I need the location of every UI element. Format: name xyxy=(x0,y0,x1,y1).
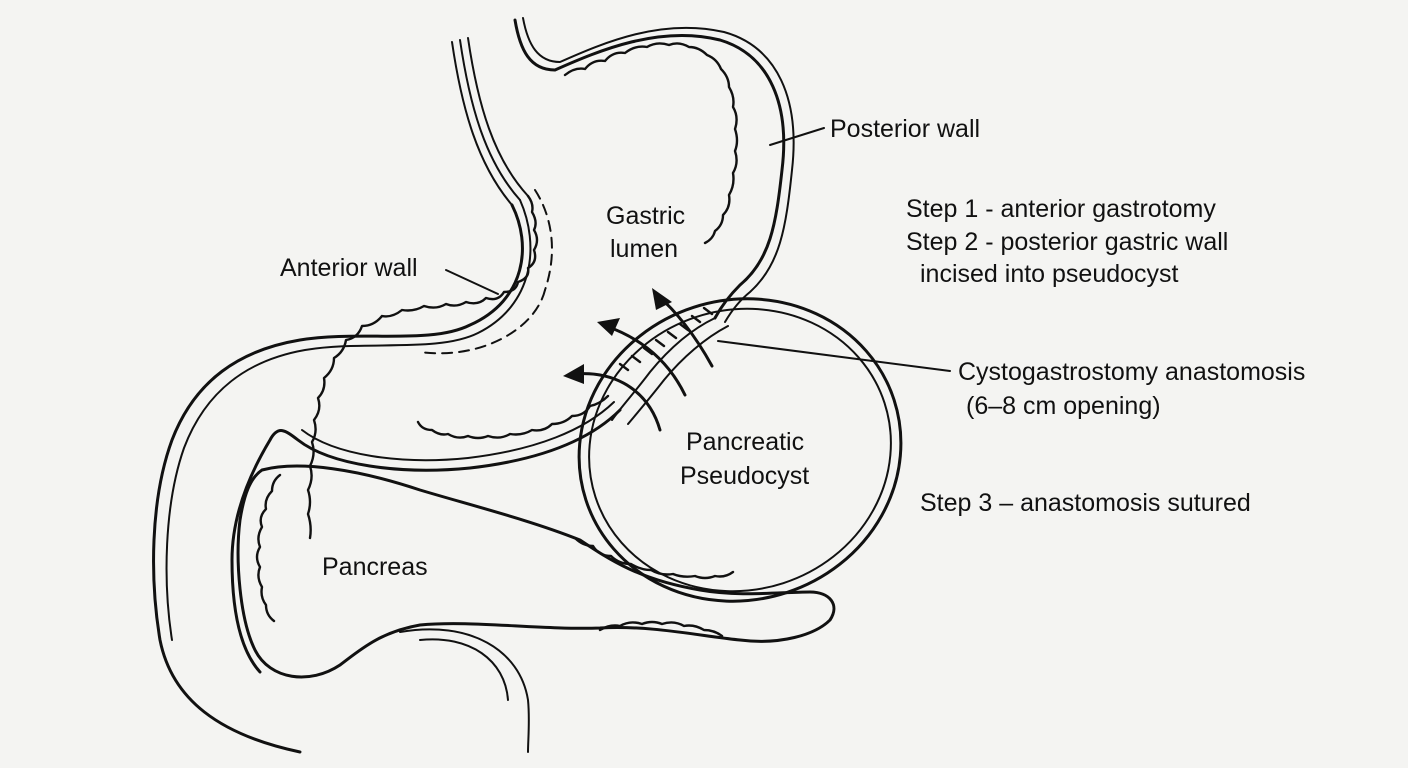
anterior-wall-leader xyxy=(445,269,499,295)
cystogastrostomy-label-line2: (6–8 cm opening) xyxy=(966,392,1161,420)
pseudocyst-label-line2: Pseudocyst xyxy=(680,462,809,490)
stomach-posterior-wall xyxy=(513,17,795,323)
leader-lines xyxy=(445,127,951,372)
arrow-head-icon xyxy=(597,318,620,336)
labels: Posterior wall Gastric lumen Anterior wa… xyxy=(280,115,1305,581)
posterior-wall-leader xyxy=(769,127,825,146)
step3-label: Step 3 – anastomosis sutured xyxy=(920,489,1251,517)
stomach-lower-wall xyxy=(230,394,622,674)
cystogastrostomy-label-line1: Cystogastrostomy anastomosis xyxy=(958,358,1305,386)
cystogastrostomy-leader xyxy=(717,340,951,372)
pancreas xyxy=(236,464,836,753)
posterior-wall-label: Posterior wall xyxy=(830,115,980,143)
anterior-wall-label: Anterior wall xyxy=(280,254,418,282)
step1-label: Step 1 - anterior gastrotomy xyxy=(906,195,1216,223)
pancreas-label: Pancreas xyxy=(322,553,428,581)
gastric-lumen-label-line2: lumen xyxy=(610,235,678,263)
arrow-head-icon xyxy=(563,364,584,384)
step2-label-line2: incised into pseudocyst xyxy=(920,260,1179,288)
stomach-anterior-wall xyxy=(152,189,553,754)
drainage-arrows xyxy=(563,288,714,432)
pancreatic-pseudocyst xyxy=(577,297,903,603)
arrow-head-icon xyxy=(652,288,672,310)
anastomosis-sutures xyxy=(611,306,729,425)
gastric-lumen-label-line1: Gastric xyxy=(606,202,685,230)
esophagus xyxy=(451,37,529,206)
pseudocyst-label-line1: Pancreatic xyxy=(686,428,804,456)
step2-label-line1: Step 2 - posterior gastric wall xyxy=(906,228,1228,256)
